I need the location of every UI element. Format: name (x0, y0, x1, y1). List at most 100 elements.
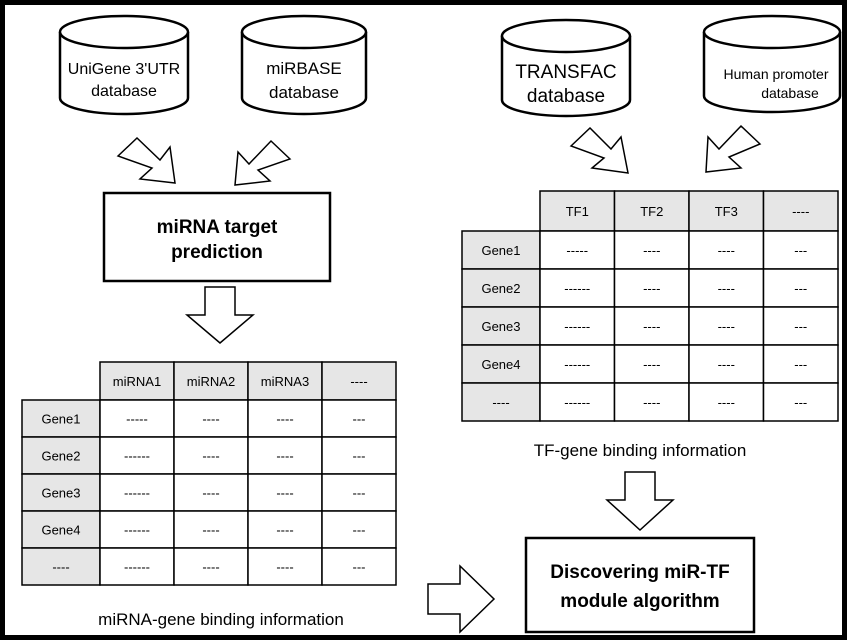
mirna-table-row-header-cell (21, 399, 101, 438)
tf-table-row-header-cell (461, 230, 541, 270)
mirna-table-cell (173, 510, 249, 549)
tf-table-cell (539, 268, 616, 308)
arrow-tftable-to-discovering (605, 471, 675, 532)
mirna-table-cell (321, 436, 397, 475)
promoter-label-line2: database (761, 85, 819, 101)
mirna-table-cell-value: ---- (202, 486, 219, 501)
mirna-table-cell (173, 547, 249, 586)
mirna-table-cell (99, 510, 175, 549)
tf-table-row-header-cell (461, 344, 541, 384)
mirna-table-row-header-cell (21, 436, 101, 475)
promoter-label-line1: Human promoter (723, 66, 828, 82)
mirbase-label-line2: database (269, 83, 339, 102)
tf-table-cell (688, 344, 765, 384)
tf-table-cell-value: --- (794, 395, 807, 410)
mirna-table-cell-value: ------ (124, 560, 150, 575)
prediction-label-line2: prediction (171, 242, 263, 263)
tf-table-col-header-label: TF2 (640, 204, 663, 219)
tf-table-cell (688, 306, 765, 346)
arrow-prediction-to-mirna-table (184, 286, 256, 344)
tf-table-cell (762, 382, 839, 422)
tf-table-cell-value: ---- (643, 395, 660, 410)
tf-table-cell-value: ------ (564, 395, 590, 410)
tf-table-col-header-label: TF3 (715, 204, 738, 219)
mirna-table-row-label: Gene2 (41, 449, 80, 464)
mirna-table-cell-value: ---- (276, 560, 293, 575)
mirna-table-col-header-cell (247, 361, 323, 401)
tf-table-cell-value: ----- (566, 243, 588, 258)
mirna-table-row-header-cell (21, 473, 101, 512)
tf-table-cell-value: ---- (643, 357, 660, 372)
mirna-table-cell-value: --- (353, 523, 366, 538)
tf-table-row-label: Gene3 (481, 319, 520, 334)
arrow-mirna-to-discovering (427, 564, 496, 634)
tf-table-cell-value: ---- (718, 395, 735, 410)
tf-table-cell-value: ---- (718, 281, 735, 296)
mirna-table-cell-value: ------ (124, 486, 150, 501)
mirna-table-cell (99, 547, 175, 586)
mirna-table-cell-value: ---- (202, 449, 219, 464)
unigene-label-line1: UniGene 3'UTR (68, 61, 180, 78)
tf-table-row-label: Gene4 (481, 357, 520, 372)
tf-table-cell-value: --- (794, 319, 807, 334)
unigene-label-line2: database (91, 83, 157, 100)
mirna-table-cell (99, 473, 175, 512)
mirna-table-cell-value: ---- (202, 412, 219, 427)
mirna-target-prediction-box: miRNA target prediction (102, 191, 332, 283)
mirna-table-cell (99, 436, 175, 475)
mirna-table-cell-value: --- (353, 560, 366, 575)
tf-table-cell-value: --- (794, 357, 807, 372)
mirna-table-row-header-cell (21, 547, 101, 586)
mirna-table-cell-value: ---- (276, 523, 293, 538)
unigene-database-cylinder: UniGene 3'UTR database (58, 14, 190, 116)
tf-table-cell-value: ---- (643, 319, 660, 334)
transfac-label-line1: TRANSFAC (515, 62, 616, 83)
mirna-table-cell-value: --- (353, 449, 366, 464)
arrow-promoter-to-tftable (705, 124, 762, 173)
discovering-label-line1: Discovering miR-TF (550, 562, 729, 583)
mirna-table-row-label: Gene1 (41, 412, 80, 427)
prediction-label-line1: miRNA target (157, 217, 278, 238)
mirna-table-cell (247, 399, 323, 438)
mirna-table-cell-value: ----- (126, 412, 148, 427)
discovering-label-line2: module algorithm (560, 591, 719, 612)
tf-table-row-label: Gene1 (481, 243, 520, 258)
mirna-table-col-header-label: ---- (350, 374, 367, 389)
mirbase-database-cylinder: miRBASE database (240, 14, 368, 116)
mirna-table-row-label: ---- (52, 560, 69, 575)
mirna-table-col-header-label: miRNA2 (187, 374, 235, 389)
tf-table-row-header-cell (461, 382, 541, 422)
tf-table-row-header-cell (461, 268, 541, 308)
tf-table-row-label: ---- (492, 395, 509, 410)
tf-table-cell (539, 344, 616, 384)
mirna-table-row-label: Gene3 (41, 486, 80, 501)
mirna-table-col-header-label: miRNA3 (261, 374, 309, 389)
mirna-table-cell (321, 473, 397, 512)
tf-table-cell-value: ---- (643, 243, 660, 258)
tf-table-cell-value: --- (794, 243, 807, 258)
mirna-table-cell-value: ---- (276, 412, 293, 427)
mirna-table-caption: miRNA-gene binding information (98, 610, 344, 629)
tf-table-row-label: Gene2 (481, 281, 520, 296)
tf-table-cell-value: ------ (564, 319, 590, 334)
tf-table-cell-value: ---- (718, 319, 735, 334)
tf-table-cell-value: ---- (718, 243, 735, 258)
human-promoter-database-cylinder: Human promoter database (702, 14, 842, 114)
mirna-table-cell (173, 399, 249, 438)
tf-table-cell-value: ------ (564, 357, 590, 372)
mirbase-label-line1: miRBASE (266, 59, 342, 78)
mirna-table-row-label: Gene4 (41, 523, 80, 538)
tf-table-cell-value: --- (794, 281, 807, 296)
arrow-unigene-to-prediction (116, 136, 176, 184)
mirna-table-cell (99, 399, 175, 438)
tf-table-cell (762, 268, 839, 308)
arrow-mirbase-to-prediction (234, 139, 292, 186)
tf-table-caption: TF-gene binding information (534, 441, 747, 460)
mirna-table-cell-value: --- (353, 412, 366, 427)
tf-table-cell-value: ------ (564, 281, 590, 296)
tf-table-cell (688, 382, 765, 422)
